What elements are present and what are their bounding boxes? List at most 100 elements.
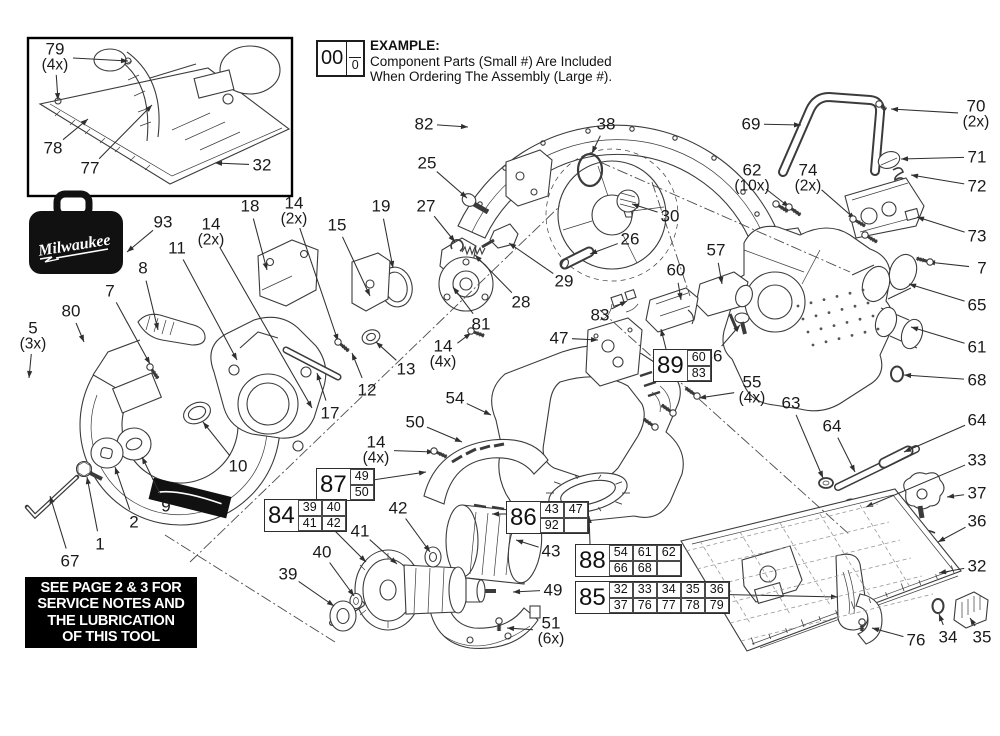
component-cell: 62	[656, 545, 681, 561]
part-label-50-74: 74(2x)	[794, 160, 822, 195]
assembly-number-86: 86	[510, 503, 537, 531]
part-label-33-33: 33	[967, 450, 987, 470]
part-label-21-29: 29	[554, 271, 574, 291]
component-cell: 42	[321, 515, 346, 531]
part-label-20-26: 26	[620, 229, 640, 249]
part-label-10-5: 5(3x)	[19, 318, 47, 353]
case-body	[29, 211, 123, 274]
part-label-15-27: 27	[416, 196, 436, 216]
service-note-line1: SEE PAGE 2 & 3 FOR	[40, 579, 182, 596]
part-label-16-25: 25	[417, 153, 437, 173]
component-cell: 77	[656, 597, 681, 613]
example-key-box: 00 0	[316, 40, 366, 77]
component-cell: 33	[632, 582, 657, 598]
component-cell: 39	[297, 500, 322, 516]
part-label-69-51: 51(6x)	[537, 613, 565, 648]
example-caption: EXAMPLE: Component Parts (Small #) Are I…	[370, 38, 612, 85]
part-label-45-7: 7	[977, 258, 987, 278]
component-cell: 83	[686, 365, 711, 381]
component-cell: 37	[608, 597, 633, 613]
assembly-number-84: 84	[268, 501, 295, 529]
component-cell: 61	[632, 545, 657, 561]
part-label-11-18: 18	[240, 196, 260, 216]
part-label-42-71: 71	[967, 147, 987, 167]
part-label-37-34: 34	[938, 627, 958, 647]
part-label-22-28: 28	[511, 292, 531, 312]
part-label-39-76: 76	[906, 630, 926, 650]
part-label-23-81: 81	[471, 314, 491, 334]
inset-detail-drawing	[26, 36, 294, 198]
part-label-6-11: 11	[168, 238, 186, 258]
example-small-number-cell: 0	[346, 42, 363, 75]
component-cell: 92	[539, 517, 564, 533]
part-label-41-70: 70(2x)	[962, 96, 990, 131]
part-label-17-82: 82	[414, 114, 434, 134]
component-cell: 32	[608, 582, 633, 598]
component-cell: 47	[563, 502, 588, 518]
part-label-59-9: 9	[161, 496, 171, 516]
part-label-4-93: 93	[153, 212, 173, 232]
part-label-2-77: 77	[80, 158, 100, 178]
component-cell: 76	[632, 597, 657, 613]
base-plate-group	[680, 488, 962, 652]
part-label-58-10: 10	[228, 456, 248, 476]
right-housing-group	[585, 91, 989, 629]
small-screws	[146, 100, 934, 631]
part-label-12-14: 14(2x)	[280, 193, 308, 228]
service-note-line4: OF THIS TOOL	[62, 629, 160, 645]
part-label-38-35: 35	[972, 627, 992, 647]
part-label-26-57: 57	[706, 240, 726, 260]
part-label-53-14: 14(4x)	[362, 432, 390, 467]
component-cell: 60	[686, 350, 711, 366]
part-label-0-79: 79(4x)	[41, 39, 69, 74]
part-label-61-1: 1	[95, 534, 105, 554]
part-label-8-7: 7	[105, 281, 115, 301]
component-cell: 54	[608, 545, 633, 561]
component-cell	[656, 560, 681, 576]
part-label-14-19: 19	[371, 196, 391, 216]
assembly-number-88: 88	[579, 546, 606, 574]
part-label-52-50: 50	[405, 412, 425, 432]
component-cell: 79	[704, 597, 729, 613]
part-label-31-64: 64	[822, 416, 842, 436]
part-label-40-69: 69	[741, 114, 761, 134]
part-label-9-80: 80	[61, 301, 81, 321]
part-label-44-73: 73	[967, 226, 987, 246]
part-label-43-72: 72	[967, 176, 987, 196]
component-cell: 40	[321, 500, 346, 516]
example-heading: EXAMPLE:	[370, 38, 440, 53]
part-label-46-65: 65	[967, 295, 987, 315]
component-cell: 41	[297, 515, 322, 531]
part-label-47-61: 61	[967, 337, 987, 357]
part-label-51-54: 54	[445, 388, 465, 408]
service-note-box: SEE PAGE 2 & 3 FOR SERVICE NOTES AND THE…	[25, 577, 197, 648]
part-label-36-32: 32	[967, 556, 987, 576]
part-label-54-14: 14(4x)	[429, 336, 457, 371]
part-label-35-36: 36	[967, 511, 987, 531]
part-label-19-30: 30	[660, 206, 680, 226]
part-label-5-14: 14(2x)	[197, 214, 225, 249]
motor-handle-group	[329, 344, 684, 649]
part-label-57-17: 17	[320, 403, 340, 423]
component-cell: 36	[704, 582, 729, 598]
part-label-60-2: 2	[129, 512, 139, 532]
part-label-48-68: 68	[967, 370, 987, 390]
construction-lines	[164, 161, 851, 643]
assembly-number-85: 85	[579, 583, 606, 611]
part-label-67-43: 43	[541, 541, 561, 561]
milwaukee-case: Milwaukee	[29, 190, 123, 274]
part-label-63-42: 42	[388, 498, 408, 518]
component-cell: 68	[632, 560, 657, 576]
part-label-64-41: 41	[350, 521, 370, 541]
part-label-3-32: 32	[252, 155, 272, 175]
part-label-30-63: 63	[781, 393, 801, 413]
component-cell: 34	[656, 582, 681, 598]
part-label-68-49: 49	[543, 580, 563, 600]
part-label-1-78: 78	[43, 138, 63, 158]
